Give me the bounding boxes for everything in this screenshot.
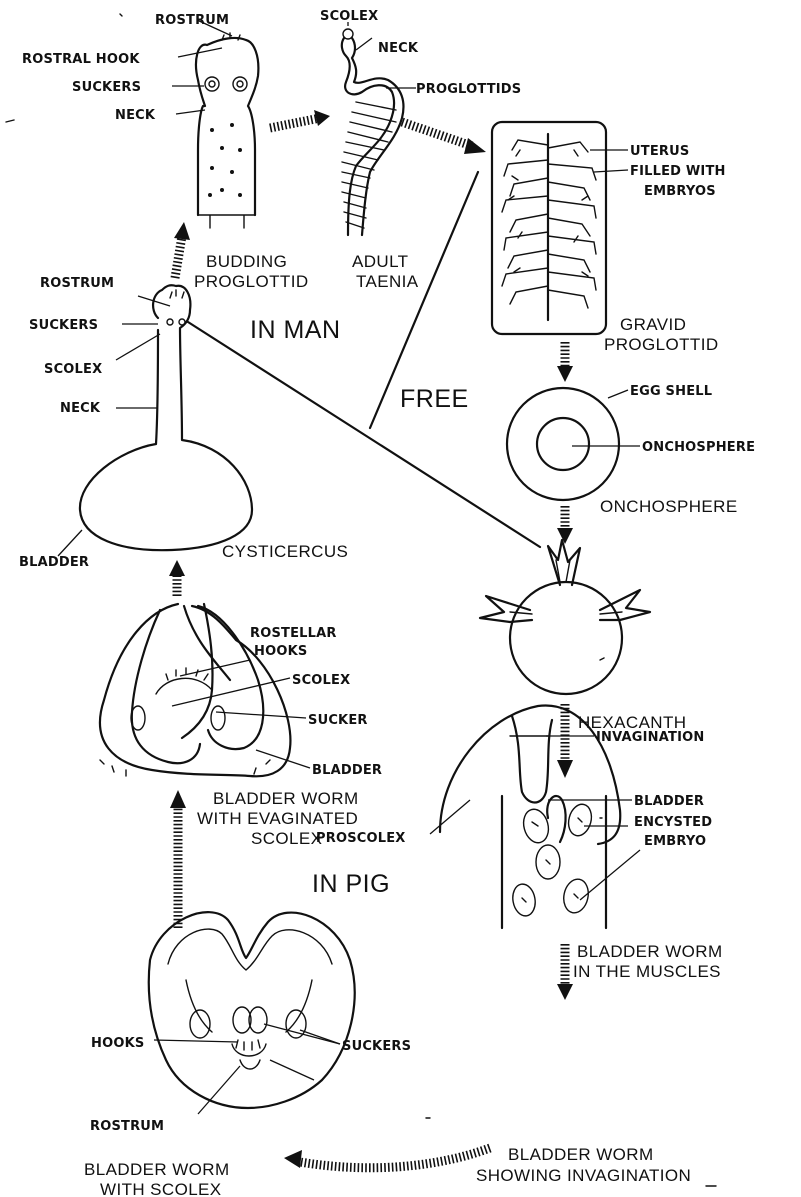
- label-invagination: INVAGINATION: [596, 730, 704, 745]
- region-label-free: FREE: [400, 385, 469, 413]
- label-rostrum-top: ROSTRUM: [155, 13, 229, 28]
- label-scolex-cyst: SCOLEX: [44, 362, 102, 377]
- label-rostrum-bottom: ROSTRUM: [90, 1119, 164, 1134]
- label-sucker-evag: SUCKER: [308, 713, 368, 728]
- caption-scolex-evag: SCOLEX: [251, 829, 322, 848]
- label-filled-with: FILLED WITH: [630, 164, 726, 179]
- label-rostrum-cyst: ROSTRUM: [40, 276, 114, 291]
- onchosphere-figure: [507, 388, 640, 500]
- caption-bladder-worm-evag: BLADDER WORM: [213, 789, 359, 808]
- label-neck-taenia: NECK: [378, 41, 419, 56]
- caption-in-the-muscles: IN THE MUSCLES: [573, 962, 721, 981]
- label-bladder-invag: BLADDER: [634, 794, 704, 809]
- caption-onchosphere: ONCHOSPHERE: [600, 497, 738, 516]
- line-cysticercus-hexacanth: [188, 322, 540, 547]
- label-rostellar: ROSTELLAR: [250, 626, 337, 641]
- label-bladder-cyst: BLADDER: [19, 555, 89, 570]
- label-suckers-cyst: SUCKERS: [29, 318, 98, 333]
- label-embryo: EMBRYO: [644, 834, 706, 849]
- caption-taenia: TAENIA: [356, 272, 419, 291]
- label-onchosphere-inner: ONCHOSPHERE: [642, 440, 755, 455]
- label-scolex-evag: SCOLEX: [292, 673, 350, 688]
- caption-cysticercus: CYSTICERCUS: [222, 542, 348, 561]
- label-hooks: HOOKS: [91, 1036, 144, 1051]
- label-neck-cyst: NECK: [60, 401, 101, 416]
- caption-budding: BUDDING: [206, 252, 287, 271]
- caption-gravid: GRAVID: [620, 315, 686, 334]
- label-rostral-hook: ROSTRAL HOOK: [22, 52, 140, 67]
- caption-gravid-proglottid: PROGLOTTID: [604, 335, 719, 354]
- hexacanth-figure: [480, 540, 650, 694]
- scan-mark: [6, 14, 716, 1186]
- region-label-in-pig: IN PIG: [312, 870, 390, 898]
- label-proscolex: PROSCOLEX: [316, 831, 406, 846]
- label-suckers-top: SUCKERS: [72, 80, 141, 95]
- scolex-budding-figure: [172, 20, 258, 228]
- caption-bladder-worm-muscles: BLADDER WORM: [577, 942, 723, 961]
- label-egg-shell: EGG SHELL: [630, 384, 712, 399]
- label-uterus: UTERUS: [630, 144, 689, 159]
- caption-bladder-worm-scolex: BLADDER WORM: [84, 1160, 230, 1179]
- caption-proglottid: PROGLOTTID: [194, 272, 309, 291]
- caption-showing-invagination: SHOWING INVAGINATION: [476, 1166, 691, 1185]
- caption-with-evaginated: WITH EVAGINATED: [197, 809, 358, 828]
- label-neck-top: NECK: [115, 108, 156, 123]
- label-scolex-top: SCOLEX: [320, 9, 378, 24]
- label-embryos: EMBRYOS: [644, 184, 716, 199]
- caption-adult: ADULT: [352, 252, 408, 271]
- region-label-in-man: IN MAN: [250, 316, 341, 344]
- label-encysted: ENCYSTED: [634, 815, 712, 830]
- caption-with-scolex: WITH SCOLEX: [100, 1180, 222, 1197]
- label-suckers-bottom: SUCKERS: [342, 1039, 411, 1054]
- label-proglottids: PROGLOTTIDS: [416, 82, 521, 97]
- gravid-proglottid-figure: [492, 122, 628, 334]
- bladder-with-scolex-figure: [149, 912, 355, 1114]
- label-bladder-evag: BLADDER: [312, 763, 382, 778]
- caption-bladder-worm-invag: BLADDER WORM: [508, 1145, 654, 1164]
- label-hooks-rostellar: HOOKS: [254, 644, 307, 659]
